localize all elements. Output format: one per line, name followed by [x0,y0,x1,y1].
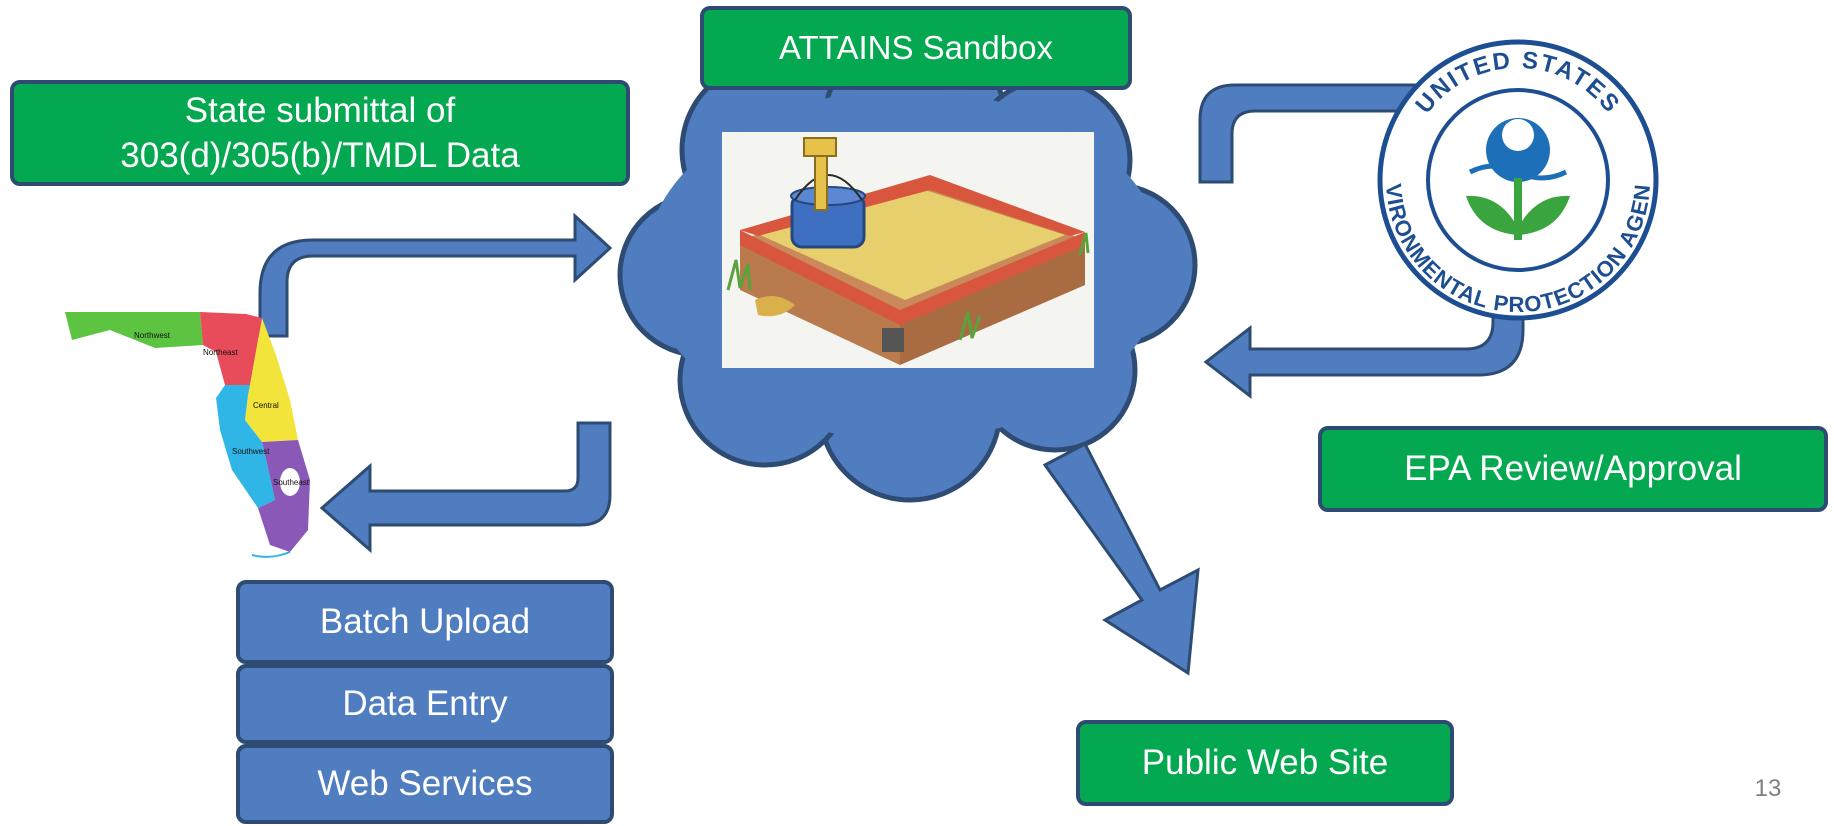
web-services-box: Web Services [236,744,614,824]
web-services-text: Web Services [317,764,533,803]
florida-map: Northwest Northeast Central Southwest So… [65,312,310,558]
state-submittal-line2: 303(d)/305(b)/TMDL Data [120,136,520,175]
region-southeast [258,440,310,552]
label-northwest: Northwest [134,331,171,340]
label-northeast: Northeast [203,348,238,357]
state-submittal-label: State submittal of 303(d)/305(b)/TMDL Da… [10,80,630,186]
region-southwest [216,385,275,508]
batch-upload-box: Batch Upload [236,580,614,664]
arrow-sandbox-to-public [1042,441,1200,676]
public-web-site-text: Public Web Site [1141,743,1389,782]
region-northeast [200,312,262,385]
state-submittal-line1: State submittal of [184,91,456,130]
region-central [245,318,298,442]
attains-sandbox-label: ATTAINS Sandbox [700,6,1132,90]
slide-number: 13 [1754,775,1782,802]
epa-review-label: EPA Review/Approval [1318,426,1828,512]
batch-upload-text: Batch Upload [319,602,531,641]
arrow-state-to-sandbox [258,212,613,338]
label-southeast: Southeast [273,478,310,487]
label-central: Central [253,401,279,410]
epa-review-text: EPA Review/Approval [1404,449,1742,488]
label-southwest: Southwest [232,447,270,456]
arrow-sandbox-to-state [319,421,612,554]
arrow-epa-to-sandbox [1203,276,1525,400]
region-northwest [65,312,203,348]
data-entry-box: Data Entry [236,664,614,744]
data-entry-text: Data Entry [342,684,508,723]
attains-sandbox-text: ATTAINS Sandbox [779,29,1053,66]
public-web-site-label: Public Web Site [1076,720,1454,806]
sandbox-image [722,132,1094,368]
